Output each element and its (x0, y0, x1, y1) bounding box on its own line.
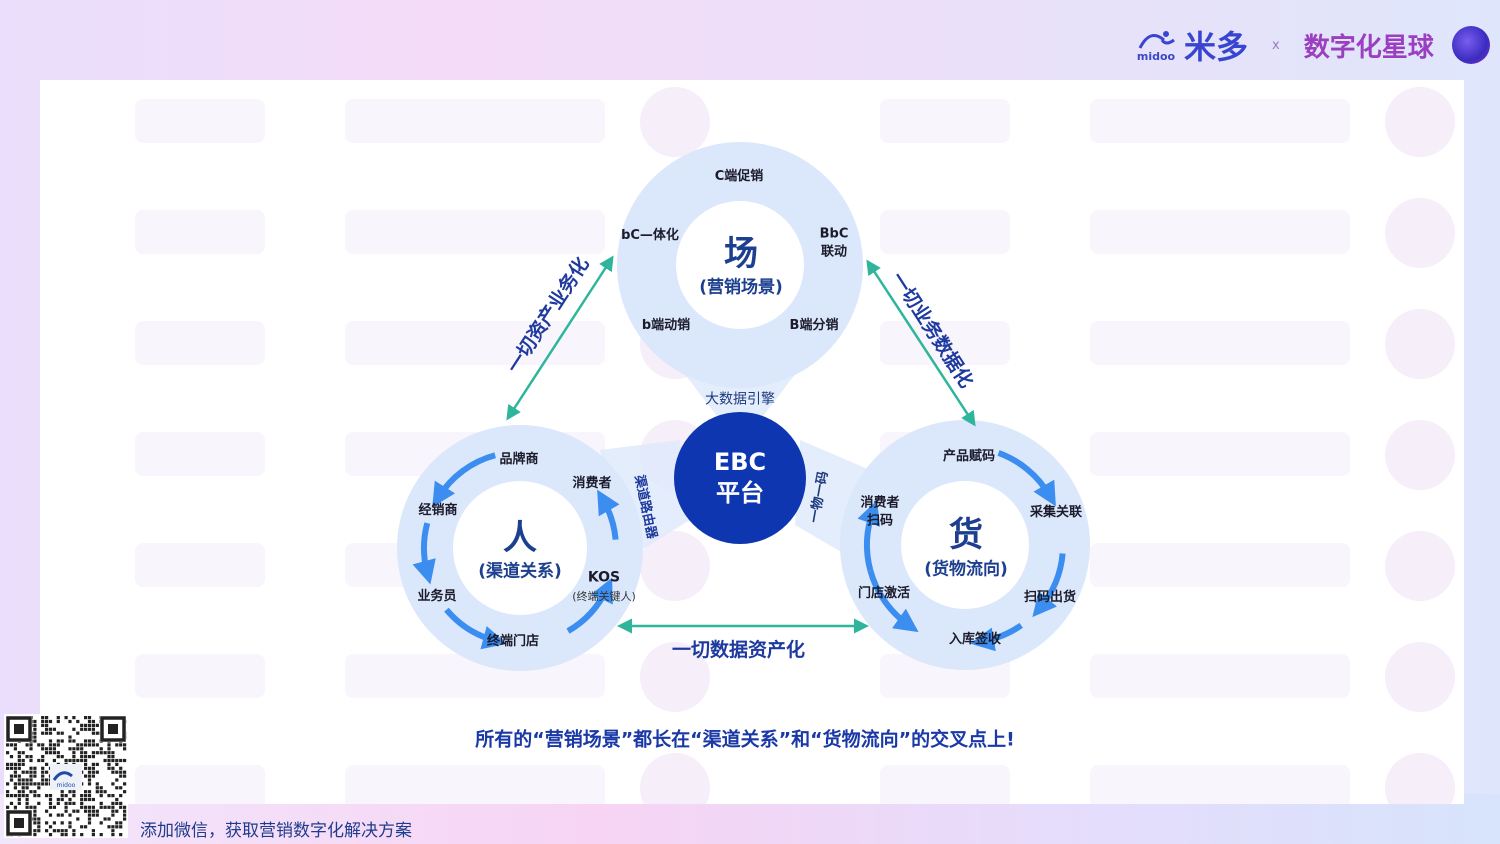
core-label-2: 平台 (716, 479, 764, 507)
separator: x (1272, 37, 1280, 53)
goods-subtitle: (货物流向) (924, 559, 1008, 580)
planet-icon (1451, 26, 1490, 64)
cycle-arrow (597, 489, 620, 540)
cycle-arrow (444, 607, 507, 650)
top-circle (617, 142, 863, 388)
partner-name: 数字化星球 (1303, 32, 1434, 63)
ebc-platform-core: EBC 平台 (674, 412, 806, 544)
key-statement: 所有的“营销场景”都长在“渠道关系”和“货物流向”的交叉点上! (475, 728, 1015, 751)
scene-item: bC—体化 (621, 228, 679, 244)
goods-item: 消费者 扫码 (860, 495, 900, 528)
cycle-arrow (970, 622, 1023, 652)
wechat-cta: 添加微信，获取营销数字化解决方案 (140, 821, 412, 841)
core-label-1: EBC (713, 447, 767, 476)
people-title: 人 (503, 518, 537, 558)
people-subtitle: (渠道关系) (478, 561, 562, 582)
midoo-logo-icon: midoo (1136, 28, 1176, 63)
wechat-qr-code[interactable]: midoo (4, 714, 128, 838)
brand-name: 米多 (1184, 28, 1249, 66)
left-circle (397, 425, 643, 671)
channel-item: 品牌商 (499, 452, 539, 468)
goods-item: 扫码出货 (1023, 590, 1077, 606)
channel-item: KOS (587, 569, 621, 586)
channel-item: 消费者 (572, 476, 612, 492)
cycle-arrow (432, 452, 496, 508)
cycle-arrow (867, 569, 919, 633)
header-logo: midoo 米多 x 数字化星球 (1136, 22, 1490, 68)
goods-item: 采集关联 (1029, 505, 1083, 521)
scene-subtitle: (营销场景) (699, 277, 783, 298)
connector-label-top: 大数据引擎 (705, 391, 775, 408)
scene-item: b端动销 (641, 318, 691, 334)
channel-item: 业务员 (417, 589, 457, 605)
channel-item-note: (终端关键人) (572, 589, 636, 603)
edge-arrow-left (506, 255, 614, 421)
goods-item: 入库签收 (948, 632, 1002, 648)
scene-item: B端分销 (789, 318, 839, 334)
scene-title: 场 (724, 234, 758, 274)
goods-item: 产品赋码 (942, 449, 996, 465)
cycle-arrow (857, 500, 881, 572)
goods-title: 货 (949, 515, 983, 555)
channel-item: 经销商 (418, 503, 458, 519)
edge-label-bottom: 一切数据资产化 (672, 639, 806, 661)
cycle-arrow (997, 450, 1056, 507)
cycle-arrow (566, 577, 613, 634)
scene-item: C端促销 (714, 169, 764, 185)
goods-item: 门店激活 (857, 586, 911, 602)
svg-text:midoo: midoo (57, 782, 76, 789)
cycle-arrow (1032, 553, 1066, 618)
cycle-arrow (412, 522, 436, 585)
scene-item: BbC 联动 (819, 226, 849, 259)
right-circle (840, 420, 1090, 670)
channel-item: 终端门店 (486, 634, 540, 650)
edge-arrow-right (866, 259, 976, 427)
